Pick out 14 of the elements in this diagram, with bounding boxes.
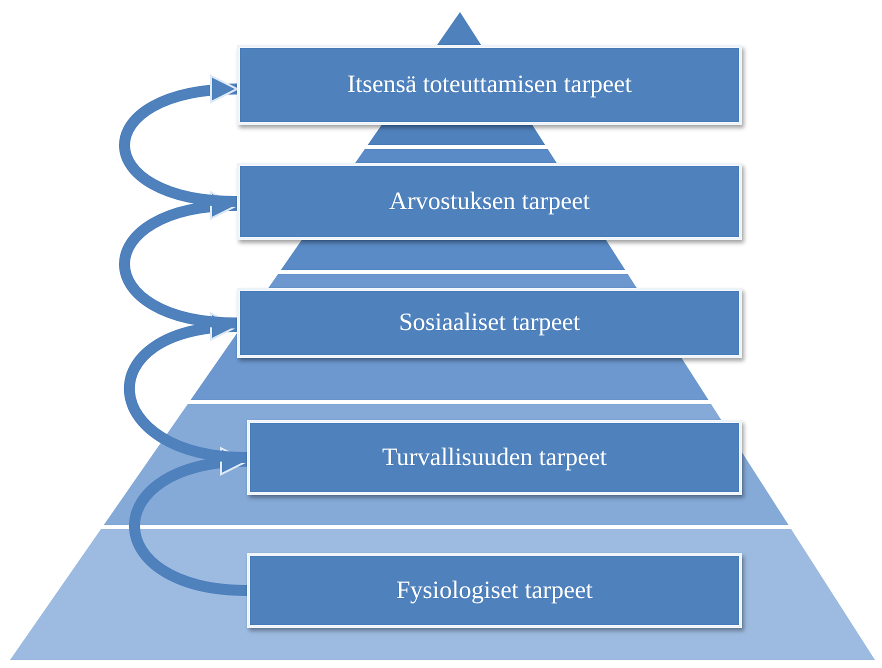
curved-arrow — [119, 193, 238, 328]
curved-arrow — [124, 314, 248, 463]
level-label: Arvostuksen tarpeet — [389, 188, 590, 216]
level-box — [247, 420, 742, 495]
level-box — [237, 288, 742, 358]
level-box — [237, 45, 742, 125]
level-label: Itsensä toteuttamisen tarpeet — [347, 71, 632, 99]
level-box — [237, 163, 742, 240]
level-label: Fysiologiset tarpeet — [396, 576, 593, 604]
level-label: Turvallisuuden tarpeet — [382, 444, 607, 472]
curved-arrow — [129, 449, 248, 596]
level-box — [247, 553, 742, 628]
level-label: Sosiaaliset tarpeet — [398, 309, 580, 337]
curved-arrow — [119, 76, 238, 207]
